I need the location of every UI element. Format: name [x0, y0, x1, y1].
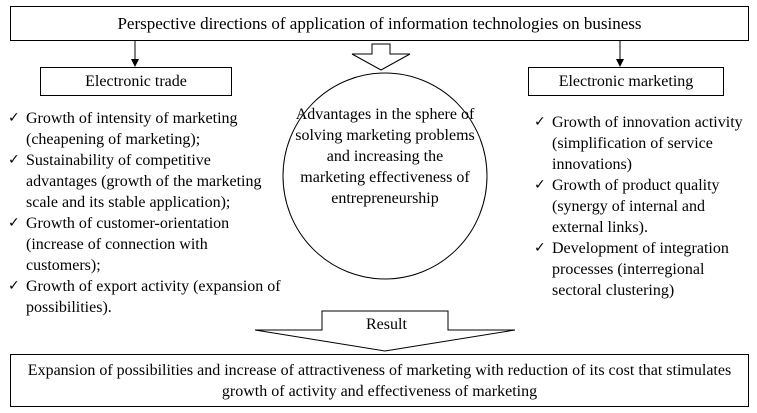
list-item-text: Growth of customer-orientation (increase… [26, 215, 230, 274]
list-item-text: Growth of product quality (synergy of in… [552, 177, 720, 236]
list-item: ✓ Development of integration processes (i… [530, 238, 755, 301]
list-item: ✓ Growth of customer-orientation (increas… [4, 213, 284, 276]
electronic-trade-list: ✓ Growth of intensity of marketing (cheap… [4, 108, 284, 318]
check-icon: ✓ [8, 110, 20, 126]
block-arrow-result [254, 310, 516, 352]
check-icon: ✓ [534, 114, 546, 130]
check-icon: ✓ [8, 152, 20, 168]
list-item-text: Growth of innovation activity (simplific… [552, 114, 743, 173]
list-item: ✓ Growth of product quality (synergy of i… [530, 175, 755, 238]
list-item: ✓ Growth of intensity of marketing (cheap… [4, 108, 284, 150]
check-icon: ✓ [534, 177, 546, 193]
check-icon: ✓ [8, 278, 20, 294]
center-ellipse [282, 72, 488, 280]
page-title: Perspective directions of application of… [10, 6, 749, 41]
list-item-text: Growth of intensity of marketing (cheape… [26, 110, 238, 148]
result-label: Result [366, 316, 407, 333]
result-box: Expansion of possibilities and increase … [10, 354, 749, 407]
list-item: ✓ Sustainability of competitive advantage… [4, 150, 284, 213]
list-item-text: Growth of export activity (expansion of … [26, 278, 281, 316]
list-item-text: Sustainability of competitive advantages… [26, 152, 262, 211]
check-icon: ✓ [8, 215, 20, 231]
electronic-marketing-heading: Electronic marketing [528, 67, 724, 96]
list-item: ✓ Growth of innovation activity (simplifi… [530, 112, 755, 175]
list-item-text: Development of integration processes (in… [552, 240, 729, 299]
list-item: ✓ Growth of export activity (expansion of… [4, 276, 284, 318]
check-icon: ✓ [534, 240, 546, 256]
electronic-trade-heading: Electronic trade [40, 67, 232, 96]
block-arrow-down-top [351, 43, 411, 71]
center-advantages-text: Advantages in the sphere of solving mark… [295, 106, 475, 207]
electronic-marketing-list: ✓ Growth of innovation activity (simplifi… [530, 112, 755, 301]
